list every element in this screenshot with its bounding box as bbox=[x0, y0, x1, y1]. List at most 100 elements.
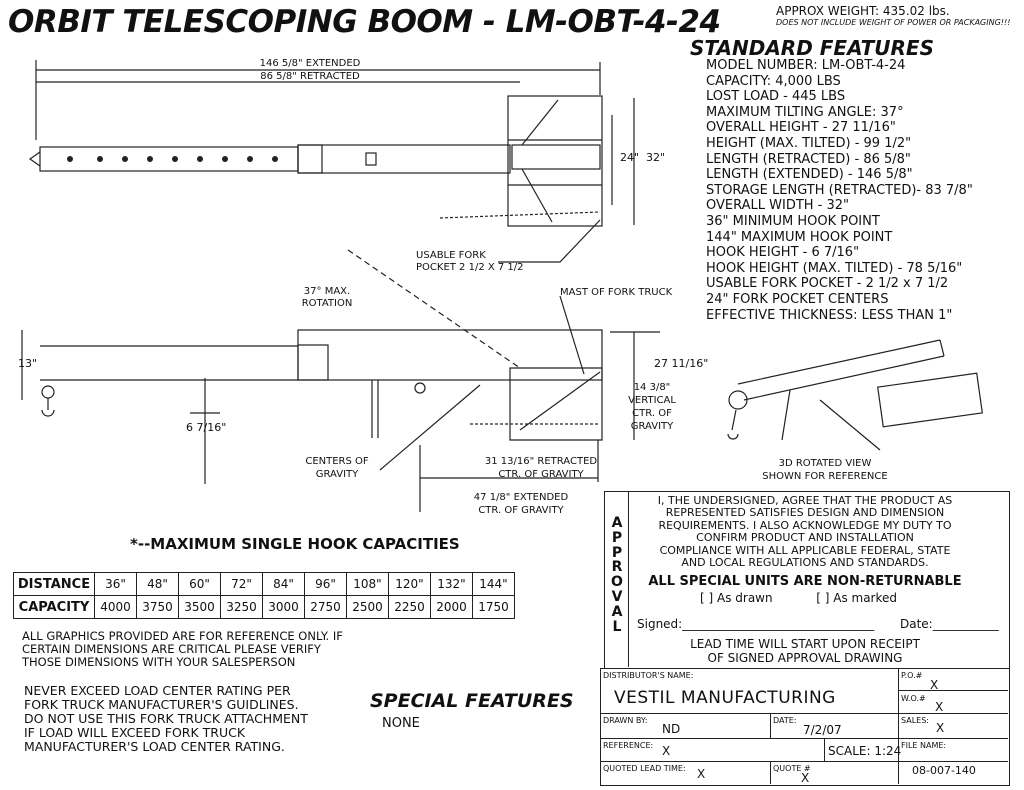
cog-leader bbox=[379, 384, 481, 471]
table-cell: 4000 bbox=[94, 595, 137, 619]
drawn-by-value: ND bbox=[662, 722, 681, 736]
reference-value: X bbox=[662, 744, 671, 758]
table-cell: 132" bbox=[430, 572, 473, 596]
fork-pocket-label-2: POCKET 2 1/2 X 7 1/2 bbox=[416, 262, 524, 273]
po-value: X bbox=[930, 678, 939, 692]
boom-side-inner bbox=[297, 329, 603, 381]
weight-note: DOES NOT INCLUDE WEIGHT OF POWER OR PACK… bbox=[776, 18, 1011, 27]
dim-label-24: 24" bbox=[620, 151, 640, 164]
hook-capacities-heading: *--MAXIMUM SINGLE HOOK CAPACITIES bbox=[130, 535, 460, 553]
table-cell: 2500 bbox=[346, 595, 389, 619]
table-cell: 2000 bbox=[430, 595, 473, 619]
fork-pocket-leader bbox=[498, 219, 601, 263]
boom-hook-top bbox=[28, 151, 41, 167]
table-cell: 3250 bbox=[220, 595, 263, 619]
table-header: CAPACITY bbox=[13, 595, 95, 619]
wo-value: X bbox=[935, 700, 944, 714]
dim-label-overall-height: 27 11/16" bbox=[654, 357, 709, 370]
rotation-label-1: 37° MAX. bbox=[303, 286, 351, 297]
feature-item: USABLE FORK POCKET - 2 1/2 x 7 1/2 bbox=[706, 276, 949, 292]
feature-item: 144" MAXIMUM HOOK POINT bbox=[706, 229, 893, 245]
dim-label-hook-height: 6 7/16" bbox=[186, 421, 227, 434]
graphics-note: ALL GRAPHICS PROVIDED ARE FOR REFERENCE … bbox=[22, 629, 343, 669]
feature-item: MODEL NUMBER: LM-OBT-4-24 bbox=[706, 58, 906, 73]
approval-statement: I, THE UNDERSIGNED, AGREE THAT THE PRODU… bbox=[657, 494, 953, 570]
table-cell: 72" bbox=[220, 572, 263, 596]
load-center-warning: NEVER EXCEED LOAD CENTER RATING PER FORK… bbox=[24, 683, 308, 754]
chain-housing bbox=[511, 144, 601, 170]
signature-field[interactable]: Signed:________________________________ bbox=[637, 617, 875, 631]
drawn-by-label: DRAWN BY: bbox=[603, 716, 648, 725]
po-label: P.O.# bbox=[901, 671, 923, 680]
vcg-label-2: VERTICAL bbox=[628, 395, 676, 406]
table-row: CAPACITY 4000 3750 3500 3250 3000 2750 2… bbox=[13, 595, 515, 619]
view-label-1: 3D ROTATED VIEW bbox=[778, 458, 872, 469]
feature-item: HOOK HEIGHT (MAX. TILTED) - 78 5/16" bbox=[706, 260, 963, 276]
quote-value: X bbox=[801, 771, 810, 785]
table-cell: 60" bbox=[178, 572, 221, 596]
retracted-cg-label-1: 31 13/16" RETRACTED bbox=[484, 456, 598, 467]
special-features-value: NONE bbox=[382, 716, 420, 731]
special-features-heading: SPECIAL FEATURES bbox=[370, 690, 574, 712]
feature-item: OVERALL WIDTH - 32" bbox=[706, 198, 850, 214]
fork-mount-top bbox=[507, 95, 603, 227]
cog-label-1: CENTERS OF bbox=[305, 456, 369, 467]
table-cell: 3500 bbox=[178, 595, 221, 619]
table-cell: 96" bbox=[304, 572, 347, 596]
boom-3d-view bbox=[727, 339, 983, 451]
boom-side-collar bbox=[297, 344, 329, 381]
rotation-line bbox=[347, 249, 521, 369]
feature-item: HEIGHT (MAX. TILTED) - 99 1/2" bbox=[706, 135, 912, 151]
as-drawn-checkbox[interactable]: [ ] As drawn bbox=[700, 591, 773, 605]
standard-features-heading: STANDARD FEATURES bbox=[690, 36, 934, 60]
table-cell: 108" bbox=[346, 572, 389, 596]
hook-ring bbox=[41, 385, 55, 399]
lead-time-note: LEAD TIME WILL START UPON RECEIPT OF SIG… bbox=[690, 637, 920, 665]
table-cell: 1750 bbox=[472, 595, 515, 619]
table-cell: 48" bbox=[136, 572, 179, 596]
as-marked-checkbox[interactable]: [ ] As marked bbox=[816, 591, 898, 605]
page-title: ORBIT TELESCOPING BOOM - LM-OBT-4-24 bbox=[8, 4, 721, 40]
extended-cg-label-1: 47 1/8" EXTENDED bbox=[473, 492, 569, 503]
distributor-label: DISTRIBUTOR'S NAME: bbox=[603, 671, 694, 680]
cog-label-2: GRAVITY bbox=[315, 469, 359, 480]
fork-pocket-label-1: USABLE FORK bbox=[416, 250, 486, 261]
view-label-2: SHOWN FOR REFERENCE bbox=[762, 471, 888, 482]
date-label: DATE: bbox=[773, 716, 797, 725]
file-name-label: FILE NAME: bbox=[901, 741, 947, 750]
approval-options: [ ] As drawn [ ] As marked bbox=[700, 591, 897, 605]
reference-label: REFERENCE: bbox=[603, 741, 654, 750]
quoted-lead-value: X bbox=[697, 767, 706, 781]
table-cell: 144" bbox=[472, 572, 515, 596]
boom-outer-top bbox=[39, 146, 299, 172]
side-hook bbox=[41, 398, 55, 417]
table-header: DISTANCE bbox=[13, 572, 95, 596]
date-value: 7/2/07 bbox=[803, 723, 842, 737]
extended-cg-label-2: CTR. OF GRAVITY bbox=[478, 505, 564, 516]
feature-item: OVERALL HEIGHT - 27 11/16" bbox=[706, 120, 896, 136]
vcg-label-4: GRAVITY bbox=[630, 421, 674, 432]
dim-label-retracted: 86 5/8" RETRACTED bbox=[260, 71, 360, 82]
feature-item: LENGTH (RETRACTED) - 86 5/8" bbox=[706, 151, 911, 167]
feature-item: LENGTH (EXTENDED) - 146 5/8" bbox=[706, 167, 913, 183]
hook-capacity-table: DISTANCE 36" 48" 60" 72" 84" 96" 108" 12… bbox=[13, 572, 515, 619]
table-cell: 3000 bbox=[262, 595, 305, 619]
rotation-label-2: ROTATION bbox=[301, 298, 353, 309]
feature-item: 36" MINIMUM HOOK POINT bbox=[706, 213, 880, 229]
mount-side bbox=[509, 367, 603, 441]
chain-top bbox=[439, 211, 601, 219]
sales-value: X bbox=[936, 721, 945, 735]
sales-label: SALES: bbox=[901, 716, 929, 725]
table-row: DISTANCE 36" 48" 60" 72" 84" 96" 108" 12… bbox=[13, 572, 515, 596]
approx-weight: APPROX WEIGHT: 435.02 lbs. bbox=[776, 4, 950, 18]
dim-label-13: 13" bbox=[18, 357, 38, 370]
table-cell: 3750 bbox=[136, 595, 179, 619]
date-field[interactable]: Date:___________ bbox=[900, 617, 999, 631]
feature-item: MAXIMUM TILTING ANGLE: 37° bbox=[706, 104, 904, 120]
feature-item: LOST LOAD - 445 LBS bbox=[706, 89, 846, 105]
non-returnable-notice: ALL SPECIAL UNITS ARE NON-RETURNABLE bbox=[648, 574, 962, 589]
boom-bracket bbox=[365, 152, 377, 166]
table-cell: 84" bbox=[262, 572, 305, 596]
standard-features-list: MODEL NUMBER: LM-OBT-4-24 CAPACITY: 4,00… bbox=[706, 58, 973, 323]
